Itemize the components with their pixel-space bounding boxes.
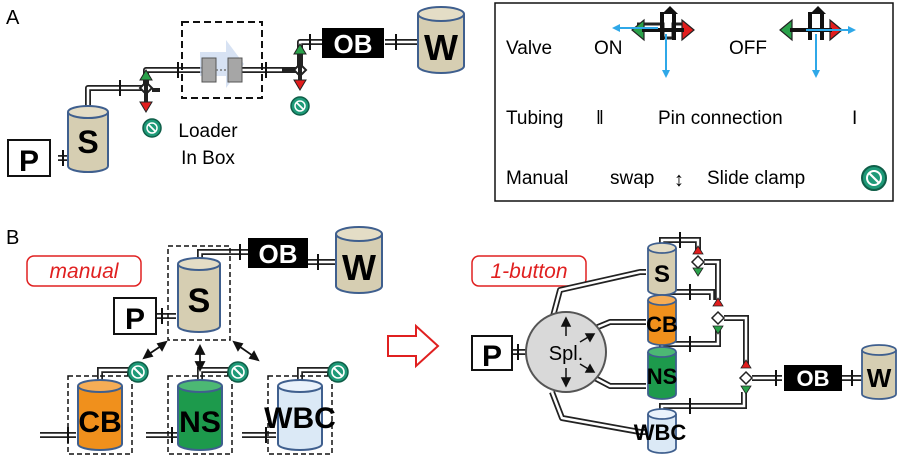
pin-symbol: I bbox=[852, 108, 857, 129]
manual-tag-label: manual bbox=[50, 260, 120, 283]
pump-box bbox=[113, 297, 157, 335]
valve-b3 bbox=[738, 359, 754, 395]
valve-off-icon bbox=[779, 6, 856, 78]
ob-label: OB bbox=[797, 366, 830, 391]
sample-dashed-box bbox=[167, 245, 231, 341]
one-button-layout: P Spl. S CB NS WB bbox=[471, 232, 897, 454]
one-button-tag bbox=[471, 255, 587, 287]
sample-label: S bbox=[188, 282, 211, 320]
wbc-label: WBC bbox=[264, 402, 336, 435]
slide-clamp-icon bbox=[127, 361, 149, 383]
cb-dashed-box bbox=[67, 375, 133, 455]
wbc-cylinder bbox=[647, 414, 677, 454]
legend-valve-label: Valve bbox=[506, 38, 552, 59]
ob-block bbox=[322, 28, 384, 58]
panel-b-label: B bbox=[6, 227, 19, 249]
loader-label-2: In Box bbox=[181, 148, 235, 169]
swap-arrow-icon bbox=[194, 343, 206, 373]
cb-label: CB bbox=[646, 312, 678, 337]
splitter-label: Spl. bbox=[549, 343, 583, 365]
ns-cylinder bbox=[647, 352, 677, 400]
waste-cylinder bbox=[417, 6, 465, 74]
slide-clamp-icon bbox=[327, 361, 349, 383]
legend-manual-label: Manual bbox=[506, 168, 568, 189]
waste-label: W bbox=[867, 363, 892, 393]
panel-a-label: A bbox=[6, 7, 20, 29]
swap-arrow-icon: ↕ bbox=[674, 169, 684, 191]
swap-arrow-icon bbox=[232, 340, 260, 362]
ns-dashed-box bbox=[167, 375, 233, 455]
legend-pin-label: Pin connection bbox=[658, 108, 783, 129]
panel-a-pins bbox=[62, 34, 397, 166]
sample-cylinder bbox=[177, 264, 221, 333]
panel-a: A P bbox=[6, 6, 465, 178]
sample-label: S bbox=[654, 261, 670, 288]
sample-cylinder bbox=[67, 105, 109, 173]
panel-b: B manual 1-button bbox=[6, 226, 897, 455]
legend-swap-label: swap bbox=[610, 168, 654, 189]
legend: Valve ON OFF bbox=[494, 2, 894, 202]
waste-label: W bbox=[342, 247, 376, 288]
manual-layout: P S OB W bbox=[40, 226, 383, 455]
valve-a2 bbox=[282, 43, 308, 91]
pump-box bbox=[471, 335, 513, 371]
waste-cylinder bbox=[861, 350, 897, 400]
legend-on-label: ON bbox=[594, 38, 623, 59]
manual-tag bbox=[26, 255, 142, 287]
pump-label: P bbox=[125, 303, 145, 336]
ns-label: NS bbox=[647, 364, 678, 389]
swap-arrow-icon bbox=[142, 340, 168, 360]
ns-label: NS bbox=[179, 406, 221, 439]
cb-cylinder bbox=[77, 386, 123, 451]
waste-label: W bbox=[424, 27, 458, 68]
waste-cylinder bbox=[335, 234, 383, 294]
wbc-cylinder bbox=[277, 386, 323, 451]
slide-clamp-icon bbox=[290, 96, 310, 116]
legend-clamp-label: Slide clamp bbox=[707, 168, 805, 189]
valve-a1 bbox=[138, 69, 160, 113]
slide-clamp-icon bbox=[142, 118, 162, 138]
one-button-tag-label: 1-button bbox=[490, 260, 567, 283]
legend-off-label: OFF bbox=[729, 38, 767, 59]
ob-block bbox=[248, 238, 308, 268]
pump-label: P bbox=[19, 145, 39, 178]
ob-label: OB bbox=[334, 29, 373, 59]
loader-block-right bbox=[227, 57, 243, 83]
valve-on-icon bbox=[612, 6, 695, 78]
ns-cylinder bbox=[177, 386, 223, 451]
transition-arrow-icon bbox=[387, 323, 440, 369]
cb-label: CB bbox=[78, 406, 121, 439]
cb-cylinder bbox=[647, 300, 677, 346]
loader-block-left bbox=[201, 57, 217, 83]
wbc-dashed-box bbox=[267, 375, 333, 455]
sample-label: S bbox=[77, 124, 98, 160]
tubing-symbol: ‖ bbox=[596, 108, 604, 129]
legend-box bbox=[494, 2, 894, 202]
valve-b1 bbox=[690, 245, 706, 277]
pump-label: P bbox=[482, 340, 502, 373]
valve-b2 bbox=[710, 297, 726, 335]
splitter-arrows bbox=[560, 316, 596, 388]
loader-label-1: Loader bbox=[178, 121, 238, 142]
slide-clamp-icon bbox=[861, 165, 887, 191]
slide-clamp-icon bbox=[227, 361, 249, 383]
ob-block bbox=[784, 365, 842, 391]
pump-box bbox=[7, 139, 51, 177]
loader-box bbox=[181, 21, 263, 99]
wbc-label: WBC bbox=[634, 420, 687, 445]
ob-label: OB bbox=[259, 239, 298, 269]
legend-tubing-label: Tubing bbox=[506, 108, 563, 129]
